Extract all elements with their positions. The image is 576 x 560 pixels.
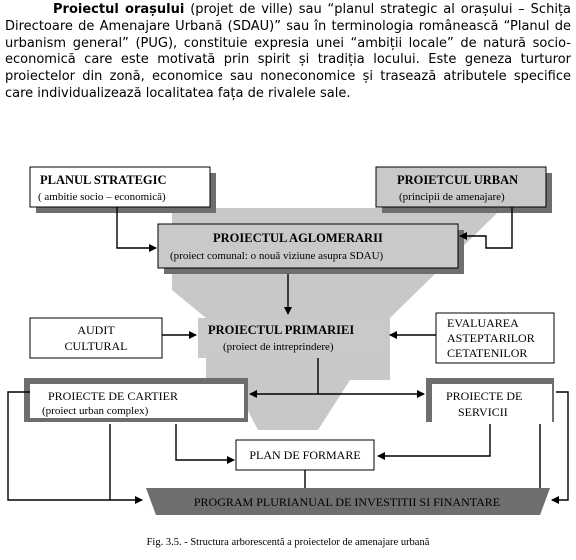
planul-strategic-box: PLANUL STRATEGIC ( ambitie socio – econo…: [29, 166, 216, 213]
audit-cultural-line1: AUDIT: [77, 323, 115, 337]
proiectul-primariei-subtitle: (proiect de intreprindere): [223, 341, 334, 353]
program-plurianual-label: PROGRAM PLURIANUAL DE INVESTITII SI FINA…: [194, 495, 500, 509]
proiectul-primariei-title: PROIECTUL PRIMARIEI: [208, 323, 354, 337]
proiectul-primariei-box: PROIECTUL PRIMARIEI (proiect de intrepri…: [198, 318, 386, 358]
program-plurianual-box: PROGRAM PLURIANUAL DE INVESTITII SI FINA…: [146, 488, 550, 515]
evaluarea-box: EVALUAREA ASTEPTARILOR CETATENILOR: [435, 312, 555, 364]
connectors: [7, 207, 569, 504]
figure-caption: Fig. 3.5. - Structura arborescentă a pro…: [146, 537, 430, 548]
planul-strategic-subtitle: ( ambitie socio – economică): [38, 191, 166, 203]
audit-cultural-line2: CULTURAL: [65, 339, 128, 353]
paragraph-body: (projet de ville) sau “planul strategic …: [5, 2, 571, 101]
intro-paragraph: Proiectul orașului (projet de ville) sau…: [5, 2, 571, 103]
proiectul-urban-title: PROIETCUL URBAN: [397, 173, 518, 187]
proiectul-aglomerarii-box: PROIECTUL AGLOMERARII (proiect comunal: …: [157, 223, 464, 274]
arrow-strategic-aglomerarii: [116, 207, 157, 252]
evaluarea-line3: CETATENILOR: [447, 346, 527, 360]
proiecte-cartier-box: PROIECTE DE CARTIER (proiect urban compl…: [24, 378, 248, 422]
evaluarea-line2: ASTEPTARILOR: [447, 331, 535, 345]
proiecte-servicii-line1: PROIECTE DE: [446, 389, 522, 403]
plan-formare-label: PLAN DE FORMARE: [249, 448, 360, 462]
proiecte-cartier-title: PROIECTE DE CARTIER: [48, 389, 178, 403]
evaluarea-line1: EVALUAREA: [447, 316, 519, 330]
planul-strategic-title: PLANUL STRATEGIC: [40, 173, 167, 187]
arrow-left-program: [7, 391, 143, 504]
proiectul-aglomerarii-title: PROIECTUL AGLOMERARII: [213, 231, 383, 245]
paragraph-term: Proiectul orașului: [53, 2, 185, 17]
proiectul-aglomerarii-subtitle: (proiect comunal: o nouă viziune asupra …: [170, 250, 384, 262]
proiectul-urban-box: PROIETCUL URBAN (principii de amenajare): [375, 166, 552, 213]
proiecte-cartier-subtitle: (proiect urban complex): [42, 405, 149, 417]
proiectul-urban-subtitle: (principii de amenajare): [399, 191, 505, 203]
arrow-cartier-formare: [175, 424, 235, 464]
arrow-right-program: [551, 391, 569, 504]
audit-cultural-box: AUDIT CULTURAL: [29, 317, 163, 359]
arrow-urban-aglomerarii: [459, 207, 513, 249]
proiecte-servicii-box: PROIECTE DE SERVICII: [426, 378, 554, 424]
proiecte-servicii-line2: SERVICII: [458, 405, 508, 419]
arrow-servicii-formare: [377, 424, 491, 460]
plan-formare-box: PLAN DE FORMARE: [235, 439, 375, 471]
